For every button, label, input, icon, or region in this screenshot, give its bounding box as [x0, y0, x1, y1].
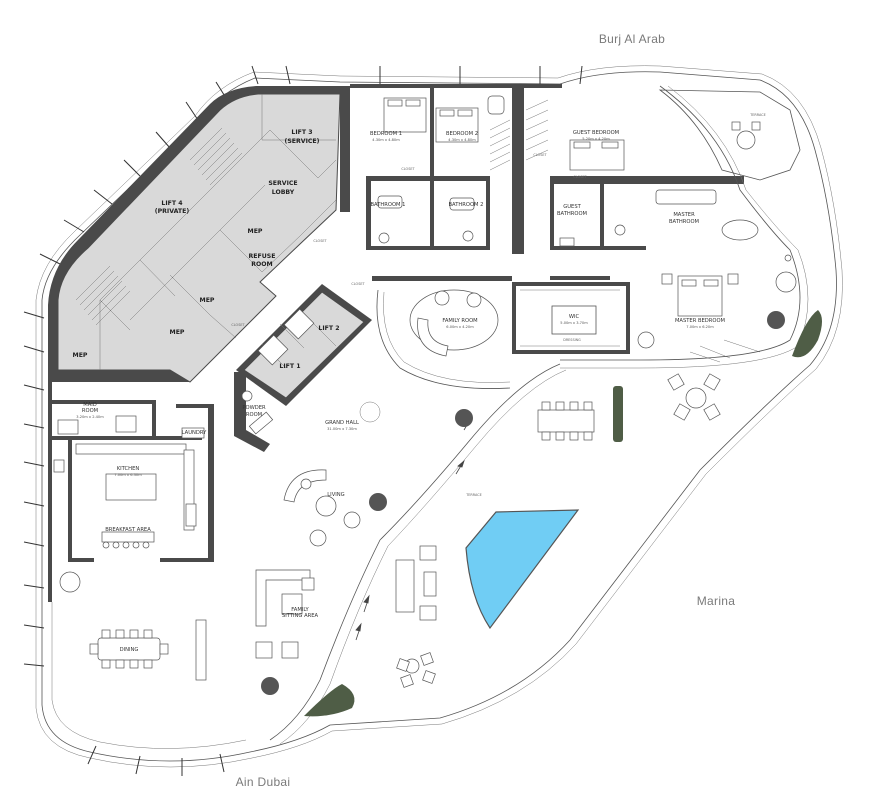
label-master-bedroom: MASTER BEDROOM [675, 318, 725, 324]
label-bedroom1-dim: 4.30m x 4.80m [372, 138, 400, 142]
planter-mid [613, 386, 623, 442]
planter-right [792, 310, 822, 358]
label-grand-hall: GRAND HALL [325, 420, 359, 426]
label-wic: WIC [569, 314, 580, 320]
right-facade-curve-inner [560, 85, 809, 369]
master-bedroom [637, 254, 797, 363]
pool-lounge [395, 545, 437, 688]
label-terrace-main: TERRACE [465, 493, 482, 497]
grand-hall-table [359, 401, 381, 423]
label-lift4: LIFT 4 [161, 200, 183, 207]
building-outline [35, 65, 843, 768]
planter-bottom [304, 684, 355, 717]
family-sitting-furniture [255, 569, 315, 659]
label-maid-room-2: ROOM [82, 408, 98, 414]
label-lift3-sub: (SERVICE) [285, 138, 320, 145]
label-refuse-room-2: ROOM [251, 261, 272, 268]
terrace-boundary-inner [279, 369, 567, 745]
label-family-sitting-1: FAMILY [291, 607, 309, 613]
label-bedroom2-dim: 4.30m x 4.80m [448, 138, 476, 142]
label-guest-bedroom: GUEST BEDROOM [573, 130, 619, 136]
view-label-right: Marina [697, 594, 736, 608]
label-guest-bathroom-2: BATHROOM [557, 211, 587, 217]
label-kitchen: KITCHEN [117, 466, 140, 472]
label-grand-hall-dim: 31.00m x 7.30m [327, 427, 357, 431]
label-mep-a: MEP [248, 228, 263, 235]
label-master-bathroom-1: MASTER [673, 212, 695, 218]
label-lift3: LIFT 3 [291, 129, 312, 136]
label-service-lobby-2: LOBBY [272, 189, 295, 196]
lift-core [236, 284, 372, 406]
label-laundry: LAUNDRY [182, 430, 208, 436]
label-closet-f: CLOSET [231, 323, 245, 327]
label-master-bedroom-dim: 7.00m x 6.20m [686, 325, 714, 329]
label-breakfast-area: BREAKFAST AREA [105, 527, 151, 533]
label-mep-b: MEP [200, 297, 215, 304]
label-family-room-dim: 6.00m x 4.20m [446, 325, 474, 329]
label-living: LIVING [327, 492, 344, 498]
label-lift1: LIFT 1 [279, 363, 300, 370]
pool [465, 509, 580, 630]
terrace-seating-right [537, 373, 721, 441]
left-wing [48, 382, 214, 602]
label-bathroom1: BATHROOM 1 [371, 202, 406, 208]
corridor-wall-top-right [550, 276, 610, 280]
label-family-sitting-2: SITTING AREA [282, 613, 319, 619]
label-powder-room-2: ROOM [246, 412, 262, 418]
label-lift2: LIFT 2 [318, 325, 339, 332]
label-closet-d: CLOSET [313, 239, 327, 243]
top-terrace [658, 89, 801, 181]
label-maid-room-1: MAID [83, 402, 97, 408]
living-furniture [283, 469, 361, 547]
label-refuse-room-1: REFUSE [249, 253, 276, 260]
bedroom-wing [366, 88, 759, 254]
powder-room [234, 372, 274, 452]
label-guest-bedroom-dim: 5.20m x 4.20m [582, 137, 610, 141]
view-label-top: Burj Al Arab [599, 32, 665, 46]
label-kitchen-dim: 7.00m x 6.30m [114, 473, 142, 477]
columns [261, 409, 473, 695]
label-closet-b: CLOSET [573, 175, 587, 179]
label-bedroom2: BEDROOM 2 [446, 131, 478, 137]
top-wall [350, 84, 562, 88]
terrace-boundary-outer [269, 363, 561, 741]
family-room [376, 289, 511, 389]
label-lift4-sub: (PRIVATE) [155, 208, 190, 215]
label-guest-bathroom-1: GUEST [563, 204, 581, 210]
label-closet-e: CLOSET [351, 282, 365, 286]
label-wic-dim: 5.00m x 3.70m [560, 321, 588, 325]
label-dining: DINING [120, 647, 139, 653]
corridor-wall-top [372, 276, 512, 281]
label-terrace-top: TERRACE [749, 113, 766, 117]
view-label-bottom: Ain Dubai [236, 775, 291, 789]
label-mep-d: MEP [73, 352, 88, 359]
label-service-lobby-1: SERVICE [268, 180, 297, 187]
right-facade-curve [560, 85, 801, 361]
label-powder-room-1: POWDER [242, 405, 266, 411]
label-maid-room-dim: 3.20m x 2.40m [76, 415, 104, 419]
label-family-room: FAMILY ROOM [442, 318, 477, 324]
exterior-ticks [23, 65, 583, 776]
service-core [48, 86, 350, 383]
label-mep-c: MEP [170, 329, 185, 336]
terrace-arrows [355, 419, 471, 641]
label-bedroom1: BEDROOM 1 [370, 131, 402, 137]
label-bathroom2: BATHROOM 2 [449, 202, 484, 208]
left-facade-inner [51, 602, 247, 749]
label-dressing: DRESSING [563, 338, 581, 342]
label-closet-c: CLOSET [401, 167, 415, 171]
dining-furniture [59, 571, 207, 681]
label-closet-a: CLOSET [533, 153, 547, 157]
label-master-bathroom-2: BATHROOM [669, 219, 699, 225]
wic [512, 282, 630, 354]
